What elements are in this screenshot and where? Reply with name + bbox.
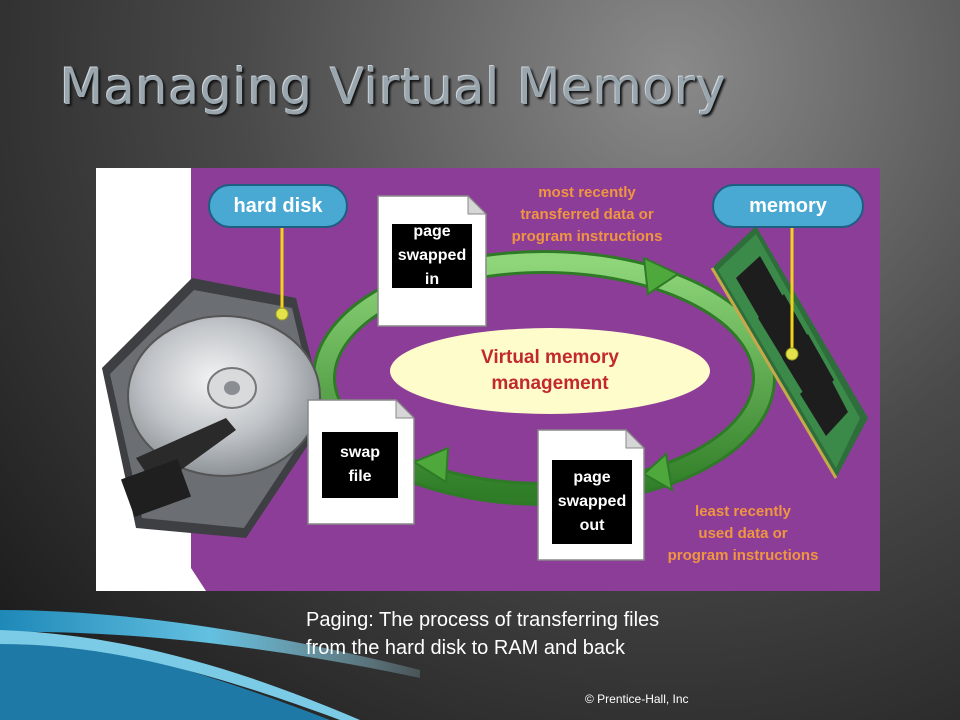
caption-line-2: from the hard disk to RAM and back (306, 637, 626, 659)
memory-connector-dot (785, 347, 799, 361)
hard-disk-image (102, 278, 326, 538)
slide-caption: Paging: The process of transferring file… (306, 606, 786, 662)
virtual-memory-management-label: Virtual memory management (390, 328, 710, 414)
decorative-swoosh (0, 610, 420, 720)
most-recent-note: most recently transferred data or progra… (511, 184, 663, 245)
arrow-head-right-bottom (642, 452, 674, 492)
hard-disk-label: hard disk (208, 184, 348, 228)
arrow-head-bottom (411, 446, 450, 484)
swap-file-label: swap file (322, 432, 398, 498)
memory-label: memory (712, 184, 864, 228)
hard-disk-connector-dot (275, 307, 289, 321)
least-recent-note: least recently used data or program inst… (667, 503, 819, 564)
caption-line-1: Paging: The process of transferring file… (306, 609, 660, 631)
page-swapped-in-label: page swapped in (392, 224, 472, 288)
slide-title: Managing Virtual Memory (60, 58, 727, 116)
arrow-head-top (642, 256, 681, 296)
page-swapped-out-label: page swapped out (552, 460, 632, 544)
copyright-notice: © Prentice-Hall, Inc (585, 692, 689, 706)
diagram-panel: hard disk memory most recently transferr… (96, 168, 880, 591)
